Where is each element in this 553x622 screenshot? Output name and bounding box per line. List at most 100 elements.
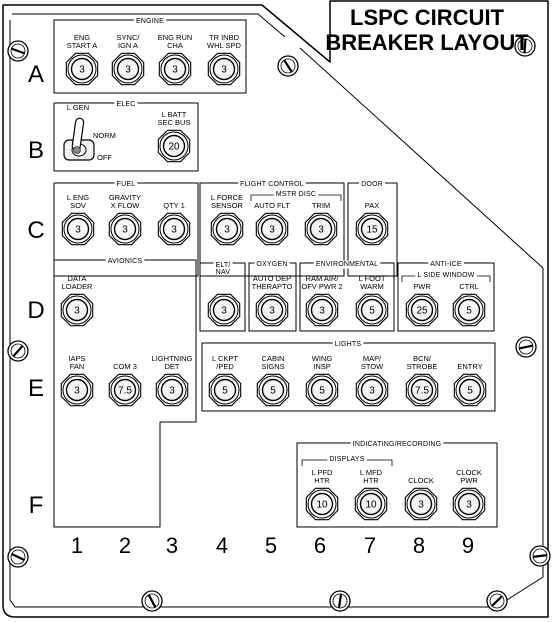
indicating-recording-title: INDICATING/RECORDING (353, 441, 442, 448)
screw-icon (486, 590, 508, 612)
breaker-cap (360, 298, 384, 322)
breaker-label: CABIN (262, 354, 285, 363)
elt-nav-title-line2: NAV (216, 269, 231, 276)
breaker-cap (260, 298, 284, 322)
breaker-label: SYNC/ (117, 33, 141, 42)
breaker-cap (215, 217, 239, 241)
breaker-rating: 3 (269, 306, 275, 317)
breaker-cap (310, 378, 334, 402)
breaker-label: SEC BUS (158, 118, 191, 127)
screw-icon (141, 590, 163, 612)
mstr-disc-title: MSTR DISC (276, 191, 316, 198)
l-gen-switch[interactable] (63, 117, 95, 161)
breaker-cap (260, 217, 284, 241)
breaker-cap (113, 378, 137, 402)
column-label-8: 8 (413, 533, 425, 558)
panel-screws (7, 35, 551, 612)
breaker-label: PWR (460, 476, 478, 485)
breaker-label: THERAPTO (252, 282, 293, 291)
breaker-cap (162, 134, 186, 158)
breaker-cap (65, 378, 89, 402)
breaker-cap (65, 298, 89, 322)
environmental-title: ENVIRONMENTAL (316, 261, 378, 268)
avionics-box (53, 259, 197, 528)
breaker-label: WHL SPD (207, 41, 241, 50)
breaker-label: INSP (313, 362, 331, 371)
breaker-label: WARM (360, 282, 383, 291)
breaker-cap (116, 57, 140, 81)
column-label-4: 4 (216, 533, 228, 558)
breaker-rating: 3 (75, 225, 81, 236)
breaker-label: ENTRY (457, 362, 482, 371)
breaker-cap (70, 57, 94, 81)
breaker-rating: 3 (318, 225, 324, 236)
breaker-label: CLOCK (456, 468, 482, 477)
breaker-cap (359, 492, 383, 516)
l-side-window-title: L SIDE WINDOW (417, 272, 474, 279)
avionics-title-bg (105, 257, 145, 266)
breaker-rating: 7.5 (415, 386, 429, 397)
breaker-label: RAM AIR/ (306, 274, 340, 283)
breaker-rating: 3 (172, 65, 178, 76)
breaker-label: QTY 1 (163, 201, 185, 210)
breaker-label: CLOCK (408, 476, 434, 485)
breaker-cap (410, 378, 434, 402)
breaker-label: /PED (216, 362, 234, 371)
breaker-label: GRAVITY (109, 193, 141, 202)
breaker-label: START A (67, 41, 97, 50)
lights-title-bg (332, 340, 364, 349)
breaker-label: LIGHTNING (152, 354, 193, 363)
screw-icon (7, 546, 29, 568)
breaker-label: TR INBD (209, 33, 240, 42)
breaker-rating: 3 (221, 306, 227, 317)
breaker-elt-nav[interactable]: 3 (207, 293, 241, 327)
breaker-rating: 3 (74, 306, 80, 317)
row-label-e: E (28, 375, 44, 402)
breaker-label: L ENG (67, 193, 89, 202)
fuel-title-bg (114, 180, 138, 189)
l-gen-label: L GEN (67, 103, 89, 112)
breaker-rating: 3 (369, 386, 375, 397)
column-label-7: 7 (364, 533, 376, 558)
avionics-title: AVIONICS (108, 258, 143, 265)
row-label-b: B (28, 137, 44, 164)
breaker-l-ckpt-ped[interactable]: 5L CKPT/PED (208, 354, 242, 407)
breaker-cap (309, 217, 333, 241)
breaker-label: LOADER (62, 282, 93, 291)
column-label-5: 5 (265, 533, 277, 558)
l-side-window-title-bg (415, 271, 477, 280)
breaker-cap (213, 378, 237, 402)
breaker-rating: 3 (74, 386, 80, 397)
